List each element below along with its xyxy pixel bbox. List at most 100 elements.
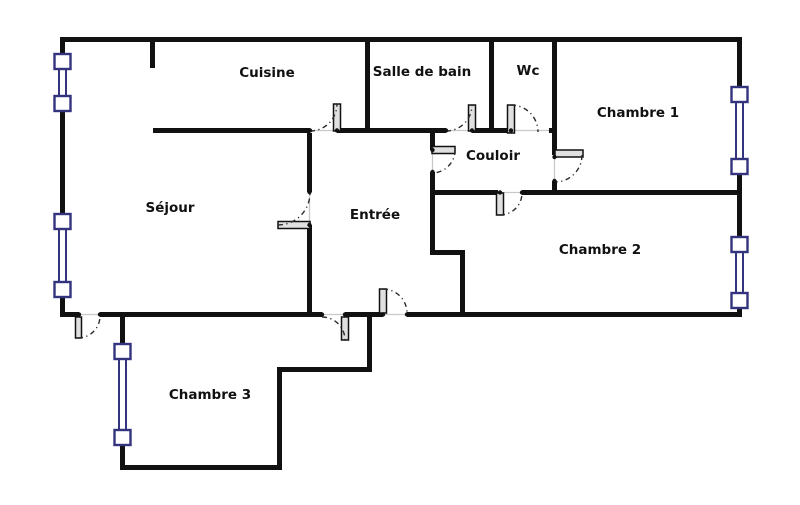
wall-segment [150, 42, 155, 68]
cuisine-door-hinge-dot [334, 128, 340, 133]
chambre3-window [113, 342, 132, 447]
salle-de-bain-door-hinge-dot [469, 128, 475, 133]
wall-segment [737, 174, 742, 238]
entree-couloir-door-leaf [431, 145, 456, 155]
wall-segment [307, 225, 312, 317]
chambre3-door-leaf [340, 316, 350, 341]
wall-segment [60, 312, 79, 317]
sejour-window-lower [53, 212, 72, 299]
wall-segment [120, 445, 125, 465]
room-label-wc: Wc [517, 63, 540, 79]
wall-segment [153, 128, 310, 133]
chambre3-door-hinge-dot [319, 312, 325, 317]
entree-couloir-door-hinge-dot [430, 147, 435, 153]
room-label-couloir: Couloir [466, 148, 520, 164]
hinge-dots [76, 128, 557, 317]
wall-segment [489, 42, 494, 133]
wall-segment [552, 181, 557, 195]
entrance-door-hinge-dot [404, 312, 410, 317]
wall-segment [120, 317, 125, 344]
room-label-cuisine: Cuisine [239, 65, 295, 81]
wall-segment [460, 250, 465, 312]
wall-segment [277, 367, 372, 372]
window-frame-square [53, 94, 72, 113]
wall-segment [430, 133, 435, 150]
chambre2-door-swing-arc [499, 192, 523, 216]
wall-segment [60, 42, 65, 55]
entrance-door-leaf [378, 288, 388, 314]
wc-door-hinge-dot [548, 128, 554, 133]
wall-segment [367, 317, 372, 372]
sejour-ext-door-hinge-dot [76, 312, 82, 317]
window-frame-square [730, 85, 749, 104]
wall-segment [522, 190, 742, 195]
chambre2-window [730, 235, 749, 310]
room-label-entree: Entrée [350, 207, 400, 223]
sejour-door-hinge-dot [307, 222, 312, 228]
window-frame-square [53, 212, 72, 231]
room-label-chambre-1: Chambre 1 [597, 105, 679, 121]
wall-segment [60, 111, 65, 215]
entree-couloir-door-hinge-dot [430, 169, 435, 175]
chambre3-door-swing-arc [321, 316, 346, 341]
entrance-door-hinge-dot [380, 312, 386, 317]
wall-segment [100, 312, 322, 317]
entree-couloir-door-swing-arc [431, 149, 456, 174]
chambre1-door-leaf [554, 149, 584, 158]
room-label-sejour: Séjour [145, 200, 194, 216]
sejour-ext-door-swing-arc [77, 315, 101, 339]
room-label-chambre-3: Chambre 3 [169, 387, 251, 403]
chambre2-door-hinge-dot [497, 190, 503, 195]
entrance-door-swing-arc [382, 288, 408, 314]
wc-door-hinge-dot [508, 128, 514, 133]
wall-segment [60, 297, 65, 317]
wall-segment [365, 42, 370, 133]
salle-de-bain-door-swing-arc [445, 104, 473, 132]
chambre1-door-hinge-dot [552, 154, 557, 160]
walls [60, 37, 742, 470]
wall-segment [430, 190, 498, 195]
wall-segment [307, 133, 312, 192]
chambre1-door-swing-arc [554, 154, 583, 183]
wc-door-swing-arc [510, 104, 539, 133]
room-label-chambre-2: Chambre 2 [559, 242, 641, 258]
sejour-ext-door-hinge-dot [97, 312, 103, 317]
chambre1-door-hinge-dot [552, 178, 557, 184]
wall-segment [430, 172, 435, 253]
wall-segment [430, 250, 465, 255]
window-frame-square [53, 280, 72, 299]
wall-segment [337, 128, 446, 133]
room-label-salle-de-bain: Salle de bain [373, 64, 471, 80]
door-swing-arcs [77, 103, 583, 341]
sejour-door-swing-arc [277, 192, 311, 226]
chambre2-door-hinge-dot [519, 190, 525, 195]
window-frame-square [53, 52, 72, 71]
wall-segment [407, 312, 742, 317]
window-frame-square [730, 157, 749, 176]
cuisine-door-swing-arc [309, 103, 338, 132]
window-frame-square [730, 291, 749, 310]
windows [53, 52, 749, 447]
cuisine-door-leaf [332, 103, 342, 132]
wall-segment [345, 312, 383, 317]
chambre3-door-hinge-dot [342, 312, 348, 317]
window-frame-square [113, 342, 132, 361]
sejour-window-upper [53, 52, 72, 113]
wall-segment [552, 42, 557, 155]
wall-segment [60, 37, 742, 42]
chambre2-door-leaf [495, 192, 505, 216]
sejour-door-hinge-dot [307, 189, 312, 195]
wall-segment [120, 465, 282, 470]
sejour-ext-door-leaf [74, 316, 83, 339]
wall-segment [277, 372, 282, 465]
cuisine-door-hinge-dot [307, 128, 313, 133]
window-frame-square [113, 428, 132, 447]
door-leaves [74, 103, 584, 341]
wall-segment [737, 42, 742, 88]
chambre1-window [730, 85, 749, 176]
window-frame-square [730, 235, 749, 254]
salle-de-bain-door-leaf [467, 104, 477, 132]
